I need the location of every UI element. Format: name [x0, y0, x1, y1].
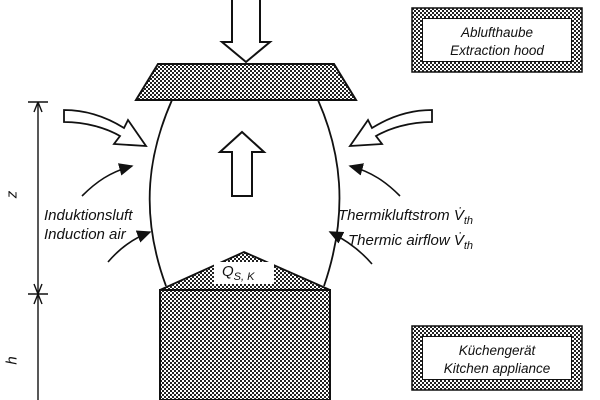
induction-label-en: Induction air [44, 226, 126, 243]
extraction-hood [134, 63, 358, 101]
heat-source-label-sub: S, K [233, 271, 255, 283]
thermic-label-en: Thermic airflow V̇th [348, 232, 474, 252]
thermic-label-en-sub: th [463, 240, 474, 252]
appliance-label-box: Küchengerät Kitchen appliance [422, 336, 572, 380]
plume-left-contour [148, 99, 173, 287]
thermic-flow-arrow [217, 130, 267, 197]
induction-arrow-left-large [63, 109, 148, 148]
induction-arrow-right-lower [328, 231, 373, 265]
hood-label-de: Ablufthaube [460, 25, 534, 40]
thermic-label-de: Thermikluftstrom V̇th [338, 207, 474, 227]
appliance-label-de: Küchengerät [458, 343, 536, 358]
exhaust-duct [219, 0, 273, 64]
induction-label: Induktionsluft Induction air [44, 206, 132, 244]
dimension-h-label: h [3, 356, 21, 365]
hood-label-box: Ablufthaube Extraction hood [422, 18, 572, 62]
kitchen-appliance [159, 289, 331, 400]
induction-arrow-right-upper [348, 163, 401, 197]
thermic-label: Thermikluftstrom V̇th Thermic airflow V̇… [338, 206, 473, 256]
induction-arrow-left-lower [107, 230, 152, 263]
induction-label-de: Induktionsluft [44, 207, 133, 224]
induction-arrow-left-upper [81, 163, 134, 197]
dimension-h [33, 293, 43, 400]
induction-arrow-right-large [348, 109, 433, 148]
plume-right-contour [317, 99, 341, 287]
heat-source-label: QS, K [222, 263, 255, 283]
thermic-label-de-sub: th [463, 215, 474, 227]
heat-source-label-bg [214, 262, 274, 284]
hood-label-en: Extraction hood [450, 43, 544, 58]
appliance-label-en: Kitchen appliance [443, 361, 551, 376]
dimension-z [28, 101, 48, 295]
dimension-z-label: z [3, 190, 21, 199]
